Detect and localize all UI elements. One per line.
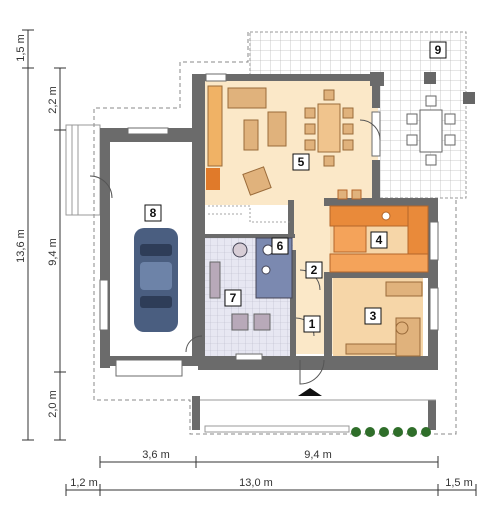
svg-text:3: 3 [370, 309, 377, 323]
dim-left-4: 13,6 m [15, 229, 27, 263]
dim-left-5: 2,0 m [47, 390, 59, 418]
room-tag-1: 1 [303, 315, 321, 333]
room-tags: 1 2 3 4 5 6 7 8 9 [144, 41, 447, 333]
dim-bottom-1: 3,6 m [142, 449, 170, 461]
svg-text:6: 6 [277, 239, 284, 253]
entrance-marker [298, 388, 322, 396]
plot-outline [93, 32, 457, 435]
room-tag-6: 6 [271, 237, 289, 255]
svg-text:4: 4 [376, 233, 383, 247]
room-tag-8: 8 [144, 204, 162, 222]
room-tag-2: 2 [305, 261, 323, 279]
svg-text:5: 5 [298, 155, 305, 169]
patio-table [419, 109, 443, 153]
dim-left-1: 1,5 m [15, 34, 27, 62]
room-tag-9: 9 [429, 41, 447, 59]
svg-text:1: 1 [309, 317, 316, 331]
car [134, 228, 178, 332]
svg-text:9: 9 [435, 43, 442, 57]
dim-bottom-4: 13,0 m [239, 477, 273, 489]
windows [99, 73, 439, 377]
dim-bottom-2: 9,4 m [304, 449, 332, 461]
side-canopy [65, 124, 101, 216]
living-furniture [207, 85, 287, 196]
svg-text:2: 2 [311, 263, 318, 277]
room-tag-7: 7 [224, 289, 242, 307]
dim-bottom-5: 1,5 m [445, 477, 473, 489]
dining-set [304, 89, 354, 167]
bottom-dimensions [65, 456, 477, 496]
room-tag-3: 3 [364, 307, 382, 325]
stairs [208, 205, 290, 223]
svg-text:8: 8 [150, 206, 157, 220]
svg-text:7: 7 [230, 291, 237, 305]
kitchen-furniture [329, 189, 429, 273]
fireplace [206, 168, 220, 190]
left-dimensions [22, 29, 66, 441]
room-tag-5: 5 [292, 153, 310, 171]
study-furniture [345, 281, 423, 357]
dim-left-3: 9,4 m [47, 238, 59, 266]
dim-bottom-3: 1,2 m [70, 477, 98, 489]
plants [351, 427, 431, 437]
dim-left-2: 2,2 m [47, 86, 59, 114]
room-tag-4: 4 [370, 231, 388, 249]
utility-fixtures [209, 261, 271, 331]
